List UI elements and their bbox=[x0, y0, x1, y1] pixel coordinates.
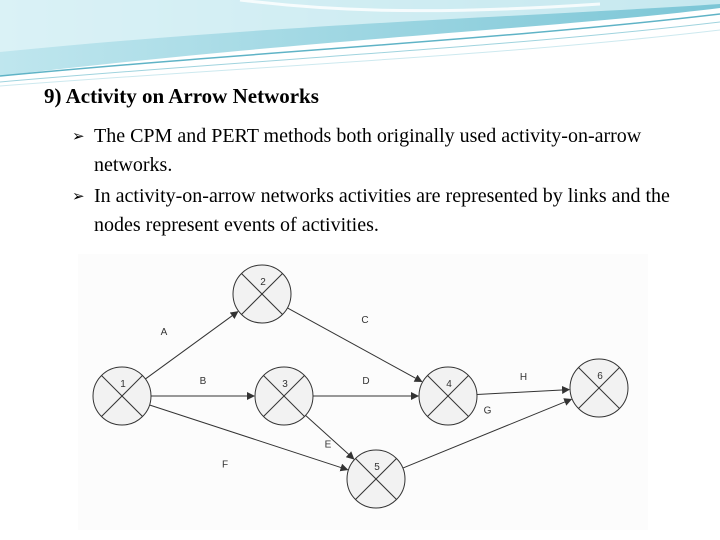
node-cross-line bbox=[578, 367, 620, 409]
node-label: 1 bbox=[120, 379, 126, 390]
edge-label: H bbox=[520, 372, 527, 383]
edge-label: G bbox=[484, 406, 492, 417]
edge-C-arrow bbox=[287, 307, 423, 383]
header-banner-decoration bbox=[0, 0, 720, 87]
edge-A-arrow bbox=[145, 311, 239, 380]
node-label: 2 bbox=[260, 277, 266, 288]
node-label: 3 bbox=[282, 379, 288, 390]
edge-label: B bbox=[200, 376, 207, 387]
activity-on-arrow-network: A B C D E F G H 1 2 3 4 5 6 bbox=[92, 264, 629, 509]
bullet-item: ➢ In activity-on-arrow networks activiti… bbox=[72, 182, 692, 240]
bullet-text: The CPM and PERT methods both originally… bbox=[94, 125, 642, 176]
node-cross-line bbox=[101, 375, 143, 417]
node-cross-line bbox=[263, 375, 305, 417]
event-node-3: 3 bbox=[254, 366, 314, 426]
bullet-text: In activity-on-arrow networks activities… bbox=[94, 185, 670, 236]
event-node-5: 5 bbox=[346, 449, 406, 509]
node-cross-line bbox=[355, 458, 397, 500]
event-node-4: 4 bbox=[418, 366, 478, 426]
bullet-item: ➢ The CPM and PERT methods both original… bbox=[72, 122, 692, 180]
node-label: 4 bbox=[446, 379, 452, 390]
event-node-2: 2 bbox=[232, 264, 292, 324]
edge-label: E bbox=[325, 440, 332, 451]
event-node-1: 1 bbox=[92, 366, 152, 426]
slide-title: 9) Activity on Arrow Networks bbox=[44, 84, 319, 108]
bullet-list: ➢ The CPM and PERT methods both original… bbox=[72, 122, 692, 242]
node-cross-line bbox=[427, 375, 469, 417]
edge-label: C bbox=[361, 315, 368, 326]
event-node-6: 6 bbox=[569, 358, 629, 418]
edge-G-arrow bbox=[402, 398, 573, 469]
node-label: 5 bbox=[374, 462, 380, 473]
edge-E-arrow bbox=[305, 415, 355, 460]
edge-label: D bbox=[362, 376, 369, 387]
network-diagram-panel: A B C D E F G H 1 2 3 4 5 6 bbox=[78, 254, 648, 530]
arrow-bullet-icon: ➢ bbox=[72, 187, 85, 205]
edge-label: A bbox=[161, 327, 168, 338]
arrow-bullet-icon: ➢ bbox=[72, 127, 85, 145]
node-cross-line bbox=[241, 273, 283, 315]
edge-label: F bbox=[222, 460, 228, 471]
edge-F-arrow bbox=[149, 404, 349, 472]
node-label: 6 bbox=[597, 371, 603, 382]
edge-H-arrow bbox=[476, 385, 571, 395]
